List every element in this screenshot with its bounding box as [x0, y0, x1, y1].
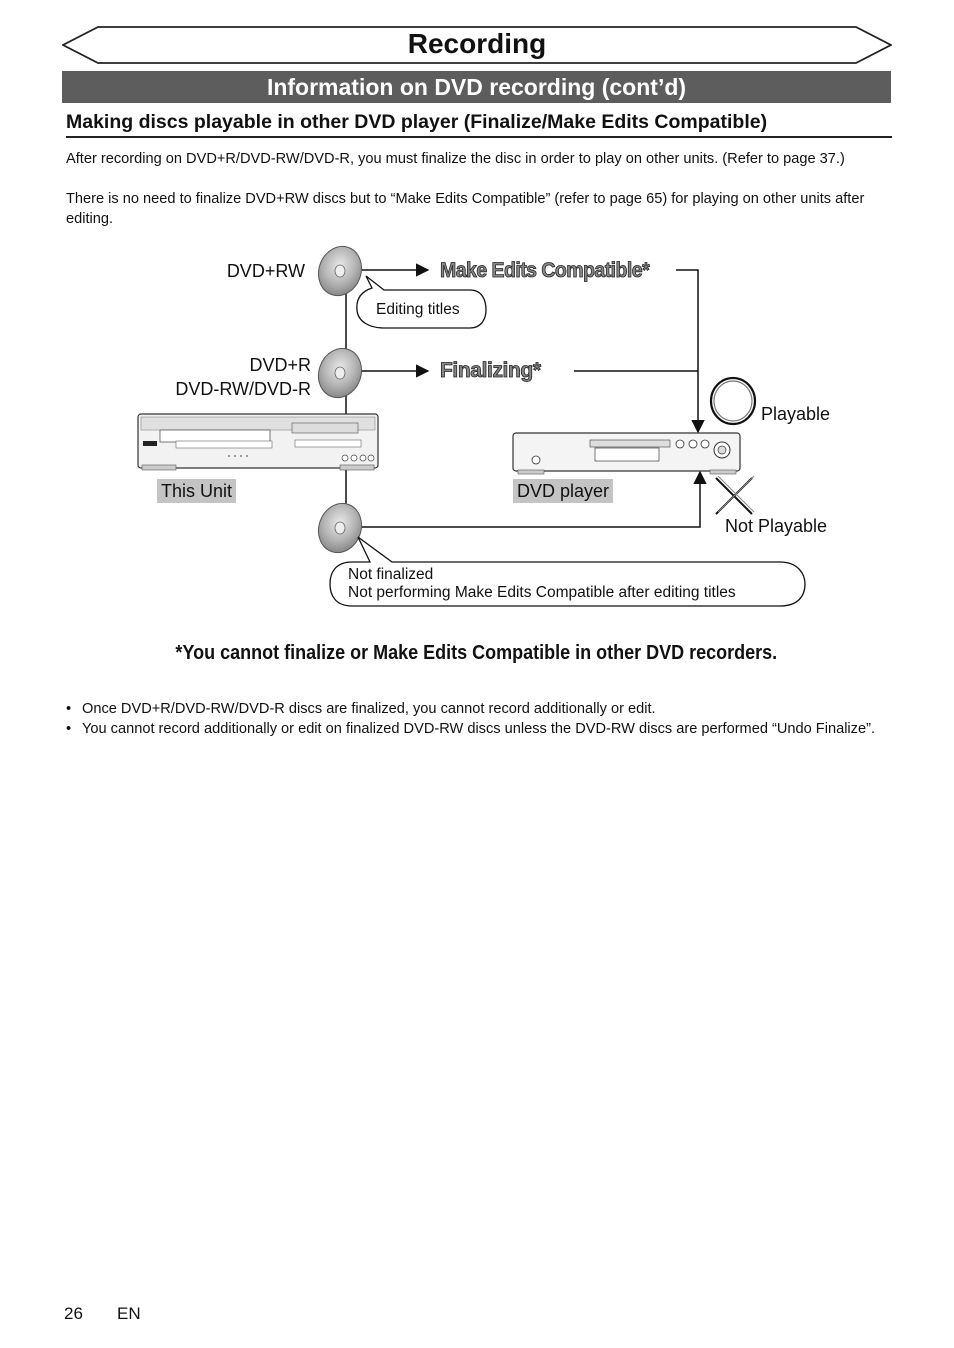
bullet-text: Once DVD+R/DVD-RW/DVD-R discs are finali… — [82, 699, 656, 719]
disc-dvd-plus-rw-icon — [312, 240, 369, 301]
editing-titles-bubble: Editing titles — [376, 301, 460, 319]
not-playable-label: Not Playable — [725, 515, 827, 537]
this-unit-label: This Unit — [157, 479, 236, 503]
list-item: • Once DVD+R/DVD-RW/DVD-R discs are fina… — [66, 699, 892, 719]
playable-label: Playable — [761, 403, 830, 425]
finalizing-label: Finalizing* — [440, 358, 541, 384]
label-dvd-rw-dvd-r: DVD-RW/DVD-R — [140, 378, 311, 400]
dvd-player-label: DVD player — [513, 479, 613, 503]
bullet-list: • Once DVD+R/DVD-RW/DVD-R discs are fina… — [66, 699, 892, 739]
dvd-player-device-icon — [513, 433, 740, 474]
label-dvd-plus-r: DVD+R — [140, 354, 311, 376]
bullet-icon: • — [66, 719, 82, 739]
disc-not-finalized-icon — [312, 497, 369, 558]
not-finalized-line-2: Not performing Make Edits Compatible aft… — [348, 584, 736, 602]
list-item: • You cannot record additionally or edit… — [66, 719, 892, 739]
bullet-text: You cannot record additionally or edit o… — [82, 719, 875, 739]
label-dvd-plus-rw: DVD+RW — [180, 260, 305, 282]
make-edits-compatible-label: Make Edits Compatible* — [440, 258, 649, 284]
recorders-note: *You cannot finalize or Make Edits Compa… — [47, 642, 906, 665]
language-code: EN — [117, 1304, 141, 1324]
playable-circle-icon — [711, 378, 755, 424]
disc-dvd-plus-r-icon — [312, 342, 369, 403]
not-finalized-line-1: Not finalized — [348, 566, 433, 584]
recorder-device-icon — [138, 414, 378, 470]
not-playable-cross-icon — [716, 476, 754, 514]
page-number: 26 — [64, 1304, 83, 1324]
bullet-icon: • — [66, 699, 82, 719]
